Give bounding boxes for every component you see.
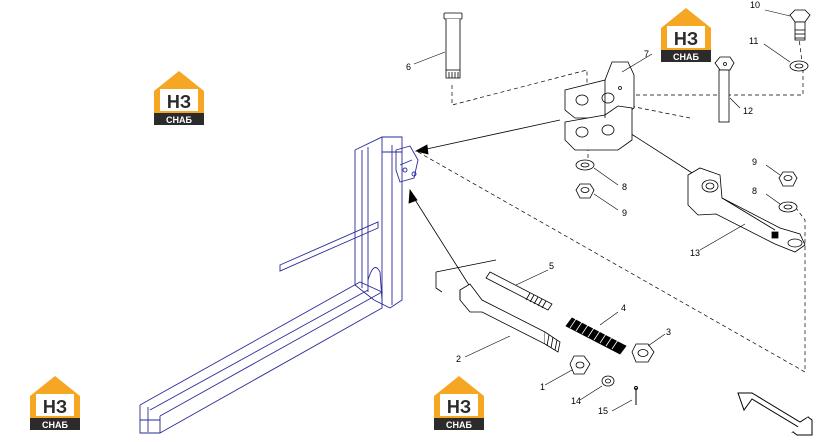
watermark-logo-bottom-center: НЗ СНАБ — [430, 372, 488, 430]
callout-13: 13 — [690, 248, 700, 258]
fork-frame — [139, 136, 419, 434]
callout-8-mid: 8 — [622, 182, 627, 192]
callout-9-right: 9 — [752, 157, 757, 167]
watermark-logo-bottom-left: НЗ СНАБ — [26, 372, 84, 430]
watermark-logo-top: НЗ СНАБ — [657, 4, 715, 62]
watermark-letters: НЗ — [43, 397, 67, 417]
part-5-rod — [435, 259, 553, 311]
watermark-letters: НЗ — [674, 29, 698, 49]
watermark-caption: СНАБ — [166, 115, 192, 125]
part-8-washer-mid — [575, 159, 595, 171]
callout-9-mid: 9 — [622, 208, 627, 218]
watermark-caption: СНАБ — [673, 52, 699, 62]
callout-5: 5 — [549, 261, 554, 271]
callout-2: 2 — [456, 354, 461, 364]
callout-3: 3 — [666, 327, 671, 337]
part-14-washer — [601, 375, 615, 387]
watermark-caption: СНАБ — [42, 420, 68, 430]
part-6-pin — [443, 12, 463, 79]
part-10-bolt — [789, 9, 811, 41]
callout-14: 14 — [571, 396, 581, 406]
callout-7: 7 — [644, 49, 649, 59]
watermark-caption: СНАБ — [446, 420, 472, 430]
leader-lines — [413, 9, 791, 412]
part-13-cylinder — [687, 167, 806, 253]
watermark-logo-upper-left: НЗ СНАБ — [150, 67, 208, 125]
callout-8-right: 8 — [752, 186, 757, 196]
callout-labels: 6 7 8 9 10 11 12 9 8 13 5 4 3 2 1 14 15 — [406, 0, 760, 416]
part-4-spring — [565, 317, 627, 355]
arrows — [408, 119, 701, 294]
watermark-letters: НЗ — [447, 397, 471, 417]
part-7-bracket — [564, 61, 635, 151]
part-9-nut-mid — [575, 183, 595, 199]
callout-10: 10 — [750, 0, 760, 10]
watermark-letters: НЗ — [167, 92, 191, 112]
part-11-washer — [789, 60, 809, 72]
callout-12: 12 — [743, 106, 753, 116]
part-2-rod — [459, 283, 561, 353]
callout-4: 4 — [621, 303, 626, 313]
part-9-nut-right — [778, 171, 798, 187]
part-8-washer-right — [778, 201, 798, 213]
part-4-spring-coils — [569, 318, 619, 350]
direction-arrow-icon — [737, 392, 813, 436]
callout-11: 11 — [749, 36, 758, 46]
part-12-pin — [714, 56, 735, 123]
part-15-cotter-pin — [634, 386, 638, 405]
callout-15: 15 — [598, 406, 608, 416]
callout-6: 6 — [406, 62, 411, 72]
callout-1: 1 — [540, 382, 545, 392]
part-1-nut — [569, 355, 591, 375]
part-3-nut — [631, 343, 655, 363]
